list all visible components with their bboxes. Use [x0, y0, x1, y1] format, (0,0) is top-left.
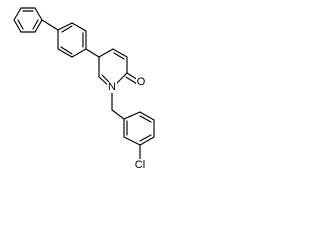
- nitrogen-atom: N: [107, 81, 117, 93]
- benzyl-linker: [111, 91, 125, 120]
- structure-canvas: N O Cl: [0, 0, 173, 183]
- chlorine-label: Cl: [135, 159, 145, 171]
- terminal-phenyl-ring: [13, 7, 43, 33]
- phenylene-ring: [57, 22, 87, 58]
- oxygen-atom: O: [136, 76, 147, 88]
- chemical-structure-drawing: N O Cl: [13, 7, 155, 171]
- oxygen-label: O: [137, 76, 146, 88]
- biaryl-bond: [41, 19, 59, 31]
- nitrogen-label: N: [108, 81, 116, 93]
- chlorophenyl-ring: [123, 111, 155, 146]
- chlorine-atom: Cl: [132, 159, 148, 171]
- aryl-pyridone-bond: [85, 48, 100, 58]
